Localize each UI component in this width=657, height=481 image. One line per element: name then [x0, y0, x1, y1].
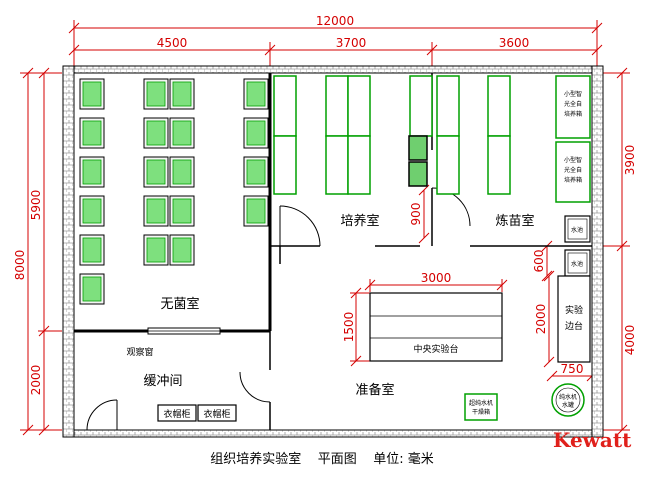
hardening-equipment: 小型智 光全自 培养箱 小型智 光全自 培养箱: [436, 75, 591, 203]
room-labels: 无菌室 培养室 炼苗室 缓冲间 准备室 观察窗: [126, 213, 534, 398]
svg-text:光全自: 光全自: [564, 166, 582, 174]
central-bench-label: 中央实验台: [413, 343, 458, 355]
exterior-walls: [62, 65, 604, 438]
culture-instrument-1: [408, 161, 428, 187]
dimension-text: 12000 4500 3700 3600 8000 5900 2000 3900…: [13, 14, 637, 395]
dim-tank: 750: [561, 362, 584, 376]
svg-text:光全自: 光全自: [564, 100, 582, 108]
culture-shelf-2: [325, 75, 349, 137]
hardening-rack-2: [555, 141, 591, 203]
room-hardening: 炼苗室: [495, 213, 534, 229]
central-bench: 中央实验台: [369, 292, 503, 362]
culture-shelf-5: [347, 75, 371, 137]
dim-height-left-1: 5900: [29, 190, 43, 221]
locker-2-label: 衣帽柜: [203, 408, 230, 420]
sterile-cabinet-b0-inner: [146, 81, 166, 107]
svg-text:超纯水机: 超纯水机: [469, 399, 493, 407]
sink-1-label: 水池: [571, 226, 583, 234]
dim-bench-length: 3000: [421, 271, 452, 285]
sterile-cabinet-c0-inner: [172, 81, 192, 107]
locker-1-label: 衣帽柜: [163, 408, 190, 420]
culture-shelves: [273, 75, 433, 195]
water-tank: 纯水机 水罐: [551, 383, 585, 417]
culture-door: [279, 205, 321, 247]
sterile-cabinet-c3-inner: [172, 198, 192, 224]
dim-width-3: 3600: [499, 36, 530, 50]
room-prep: 准备室: [355, 382, 394, 398]
hardening-rack-2-label: 小型智: [564, 156, 582, 164]
sterile-cabinet-d1-inner: [246, 120, 266, 146]
dimension-lines: [20, 20, 630, 436]
sterile-cabinet-a3-inner: [82, 198, 102, 224]
sterile-cabinet-b1-inner: [146, 120, 166, 146]
sterile-cabinet-a5-inner: [82, 276, 102, 302]
sterile-cabinet-d3-inner: [246, 198, 266, 224]
sterile-cabinet-b3-inner: [146, 198, 166, 224]
observation-window-label: 观察窗: [126, 346, 153, 358]
hardening-rack-1: [555, 75, 591, 139]
dim-total-height: 8000: [13, 250, 27, 281]
sterile-cabinet-d0-inner: [246, 81, 266, 107]
svg-text:水罐: 水罐: [562, 401, 574, 409]
room-buffer: 缓冲间: [143, 374, 182, 389]
culture-shelf-4: [409, 75, 433, 137]
dim-height-left-2: 2000: [29, 365, 43, 396]
svg-text:纯水机: 纯水机: [559, 393, 577, 401]
dim-width-1: 4500: [157, 36, 188, 50]
dim-sink: 600: [532, 250, 546, 273]
prep-door: [239, 371, 271, 403]
lab-side-table: 实验 边台: [557, 275, 591, 363]
dim-bench-depth: 1500: [342, 312, 356, 343]
buffer-door: [86, 399, 118, 431]
culture-shelf-0: [273, 75, 297, 137]
svg-text:干燥箱: 干燥箱: [472, 408, 490, 416]
dim-table: 2000: [534, 304, 548, 335]
room-sterile: 无菌室: [160, 296, 199, 312]
sterile-cabinets: [79, 78, 269, 305]
sink-2-label: 水池: [571, 260, 583, 268]
dim-door: 900: [409, 203, 423, 226]
sterile-cabinet-a0-inner: [82, 81, 102, 107]
sterile-cabinet-c4-inner: [172, 237, 192, 263]
sterile-cabinet-c1-inner: [172, 120, 192, 146]
sterile-cabinet-a4-inner: [82, 237, 102, 263]
sterile-cabinet-a1-inner: [82, 120, 102, 146]
brand-logo: Kewatt: [553, 428, 632, 452]
lockers: 衣帽柜 衣帽柜: [157, 404, 237, 422]
plan-caption: 组织培养实验室 平面图 单位: 毫米: [210, 451, 434, 467]
sterile-cabinet-b4-inner: [146, 237, 166, 263]
svg-text:培养箱: 培养箱: [564, 176, 582, 184]
sterile-cabinet-b2-inner: [146, 159, 166, 185]
dim-width-2: 3700: [336, 36, 367, 50]
sink-2: [564, 249, 591, 277]
room-culture: 培养室: [340, 213, 379, 229]
sinks: 水池 水池: [564, 215, 591, 277]
hardening-rack-1-label: 小型智: [564, 90, 582, 98]
observation-window: [147, 327, 221, 335]
sterile-cabinet-d2-inner: [246, 159, 266, 185]
dim-height-right-2: 4000: [623, 325, 637, 356]
dim-total-width: 12000: [316, 14, 354, 28]
svg-text:实验: 实验: [565, 304, 583, 316]
sterile-cabinet-a2-inner: [82, 159, 102, 185]
dim-height-right-1: 3900: [623, 145, 637, 176]
svg-text:培养箱: 培养箱: [564, 110, 582, 118]
dryer: 超纯水机 干燥箱: [464, 393, 498, 421]
culture-instrument-0: [408, 135, 428, 161]
culture-shelf-1: [273, 135, 297, 195]
culture-shelf-3: [325, 135, 349, 195]
sterile-cabinet-c2-inner: [172, 159, 192, 185]
svg-text:边台: 边台: [565, 320, 583, 332]
sink-1: [564, 215, 591, 243]
culture-shelf-6: [347, 135, 371, 195]
